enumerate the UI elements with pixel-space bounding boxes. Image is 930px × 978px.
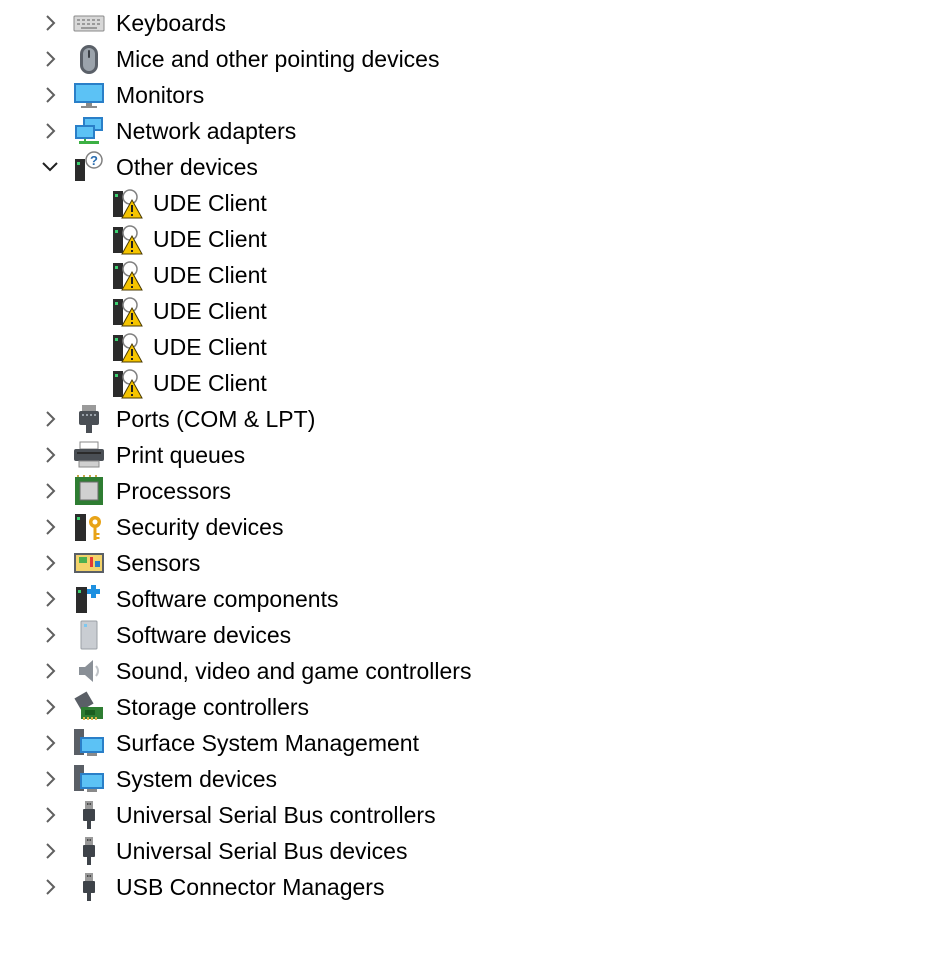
tree-item-software-components[interactable]: Software components	[0, 580, 930, 616]
chevron-right-icon[interactable]	[40, 121, 60, 141]
tree-child-ude-client[interactable]: UDE Client	[0, 328, 930, 364]
tree-item-ports-com-lpt[interactable]: Ports (COM & LPT)	[0, 400, 930, 436]
tree-item-processors[interactable]: Processors	[0, 472, 930, 508]
sensor-icon	[73, 547, 105, 579]
tree-item-security-devices[interactable]: Security devices	[0, 508, 930, 544]
software-component-icon	[73, 583, 105, 615]
device-warning-icon	[111, 187, 143, 219]
usb-icon	[73, 871, 105, 903]
tree-item-keyboards[interactable]: Keyboards	[0, 4, 930, 40]
usb-icon	[73, 799, 105, 831]
processor-icon	[73, 475, 105, 507]
tree-item-universal-serial-bus-controllers[interactable]: Universal Serial Bus controllers	[0, 796, 930, 832]
tree-child-ude-client[interactable]: UDE Client	[0, 256, 930, 292]
tree-child-label: UDE Client	[153, 190, 267, 216]
monitor-icon	[73, 79, 105, 111]
svg-text:?: ?	[90, 153, 98, 168]
tree-item-label: Other devices	[116, 154, 258, 180]
chevron-right-icon[interactable]	[40, 517, 60, 537]
chevron-right-icon[interactable]	[40, 805, 60, 825]
tree-child-label: UDE Client	[153, 298, 267, 324]
chevron-right-icon[interactable]	[40, 85, 60, 105]
chevron-right-icon[interactable]	[40, 697, 60, 717]
security-key-icon	[73, 511, 105, 543]
printer-icon	[73, 439, 105, 471]
tree-item-label: Software components	[116, 586, 339, 612]
tree-item-label: Software devices	[116, 622, 292, 648]
tree-item-label: Security devices	[116, 514, 284, 540]
tree-child-ude-client[interactable]: UDE Client	[0, 292, 930, 328]
tree-item-system-devices[interactable]: System devices	[0, 760, 930, 796]
chevron-right-icon[interactable]	[40, 769, 60, 789]
chevron-right-icon[interactable]	[40, 625, 60, 645]
tree-item-label: Storage controllers	[116, 694, 310, 720]
tree-item-other-devices[interactable]: ? Other devices	[0, 148, 930, 184]
chevron-down-icon[interactable]	[40, 157, 60, 177]
port-icon	[73, 403, 105, 435]
software-device-icon	[73, 619, 105, 651]
chevron-right-icon[interactable]	[40, 553, 60, 573]
chevron-right-icon[interactable]	[40, 481, 60, 501]
tree-child-label: UDE Client	[153, 334, 267, 360]
tree-item-mice-and-other-pointing-devices[interactable]: Mice and other pointing devices	[0, 40, 930, 76]
device-warning-icon	[111, 295, 143, 327]
chevron-right-icon[interactable]	[40, 841, 60, 861]
tree-item-usb-connector-managers[interactable]: USB Connector Managers	[0, 868, 930, 904]
tree-item-monitors[interactable]: Monitors	[0, 76, 930, 112]
system-devices-icon	[73, 763, 105, 795]
chevron-right-icon[interactable]	[40, 733, 60, 753]
keyboard-icon	[73, 7, 105, 39]
unknown-device-icon: ?	[73, 151, 105, 183]
chevron-right-icon[interactable]	[40, 589, 60, 609]
tree-item-sensors[interactable]: Sensors	[0, 544, 930, 580]
system-management-icon	[73, 727, 105, 759]
tree-item-label: Universal Serial Bus devices	[116, 838, 408, 864]
tree-child-ude-client[interactable]: UDE Client	[0, 220, 930, 256]
speaker-icon	[73, 655, 105, 687]
tree-item-label: Keyboards	[116, 10, 226, 36]
storage-controller-icon	[73, 691, 105, 723]
network-adapter-icon	[73, 115, 105, 147]
usb-icon	[73, 835, 105, 867]
tree-item-storage-controllers[interactable]: Storage controllers	[0, 688, 930, 724]
tree-item-label: Sensors	[116, 550, 201, 576]
mouse-icon	[73, 43, 105, 75]
device-warning-icon	[111, 259, 143, 291]
tree-item-label: Network adapters	[116, 118, 297, 144]
chevron-right-icon[interactable]	[40, 661, 60, 681]
chevron-right-icon[interactable]	[40, 49, 60, 69]
tree-item-label: Processors	[116, 478, 232, 504]
tree-item-print-queues[interactable]: Print queues	[0, 436, 930, 472]
device-warning-icon	[111, 367, 143, 399]
tree-item-sound-video-and-game-controllers[interactable]: Sound, video and game controllers	[0, 652, 930, 688]
tree-child-ude-client[interactable]: UDE Client	[0, 184, 930, 220]
tree-item-universal-serial-bus-devices[interactable]: Universal Serial Bus devices	[0, 832, 930, 868]
tree-child-label: UDE Client	[153, 226, 267, 252]
tree-child-label: UDE Client	[153, 370, 267, 396]
tree-item-label: Mice and other pointing devices	[116, 46, 440, 72]
tree-item-label: USB Connector Managers	[116, 874, 385, 900]
chevron-right-icon[interactable]	[40, 877, 60, 897]
device-warning-icon	[111, 331, 143, 363]
tree-child-ude-client[interactable]: UDE Client	[0, 364, 930, 400]
tree-item-label: Sound, video and game controllers	[116, 658, 472, 684]
tree-item-label: Print queues	[116, 442, 246, 468]
chevron-right-icon[interactable]	[40, 13, 60, 33]
tree-item-software-devices[interactable]: Software devices	[0, 616, 930, 652]
chevron-right-icon[interactable]	[40, 409, 60, 429]
tree-child-label: UDE Client	[153, 262, 267, 288]
tree-item-label: Surface System Management	[116, 730, 419, 756]
chevron-right-icon[interactable]	[40, 445, 60, 465]
tree-item-label: Universal Serial Bus controllers	[116, 802, 436, 828]
tree-item-label: Monitors	[116, 82, 205, 108]
tree-item-label: Ports (COM & LPT)	[116, 406, 316, 432]
tree-item-label: System devices	[116, 766, 278, 792]
tree-item-surface-system-management[interactable]: Surface System Management	[0, 724, 930, 760]
device-warning-icon	[111, 223, 143, 255]
tree-item-network-adapters[interactable]: Network adapters	[0, 112, 930, 148]
